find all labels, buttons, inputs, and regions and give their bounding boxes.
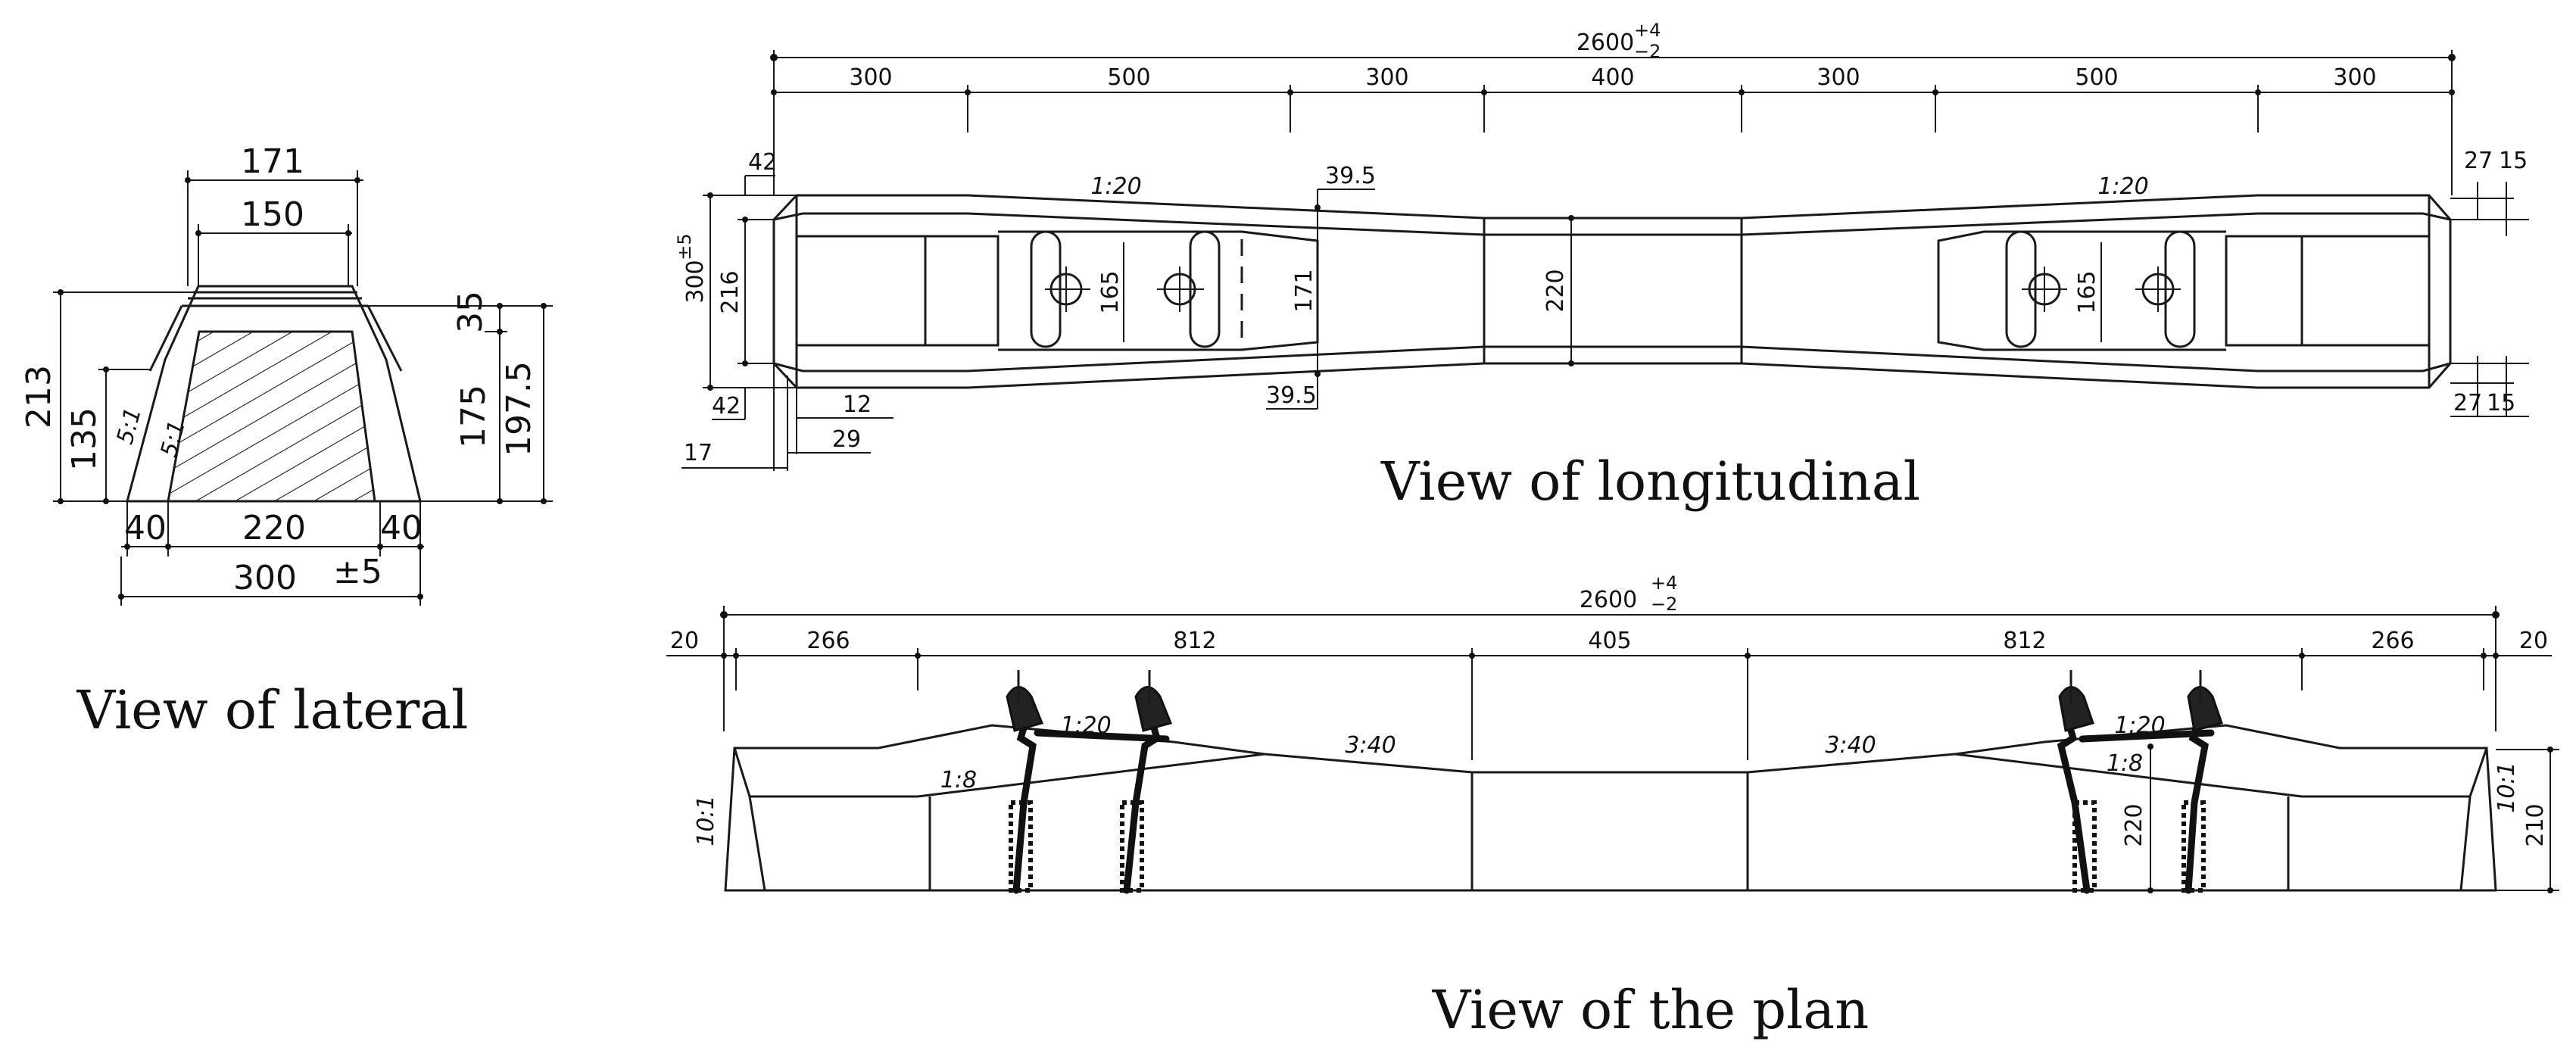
long-seg-6: 500 bbox=[2075, 64, 2118, 91]
plan-dim-total-tol-minus: −2 bbox=[1651, 594, 1677, 615]
plan-fastener-left bbox=[1006, 670, 1173, 894]
long-dim-left-height-tol: ±5 bbox=[674, 233, 695, 260]
long-slope-right: 1:20 bbox=[2097, 173, 2148, 200]
lateral-view: 171 150 213 135 5:1 5:1 35 175 197.5 bbox=[20, 142, 553, 741]
long-rail-right: 165 bbox=[2074, 270, 2100, 313]
caption-lateral: View of lateral bbox=[76, 679, 469, 741]
plan-dim-end-left: 20 bbox=[670, 628, 699, 654]
long-slope-left: 1:20 bbox=[1090, 173, 1141, 200]
caption-plan: View of the plan bbox=[1432, 979, 1870, 1041]
plan-seg-4: 812 bbox=[2003, 628, 2046, 654]
lateral-dim-top-outer: 171 bbox=[241, 142, 304, 181]
long-dim-left-top-offset: 42 bbox=[748, 149, 777, 176]
lateral-dim-bottom-total: 300 bbox=[233, 559, 297, 597]
longitudinal-view: 2600 +4 −2 300 500 300 400 300 500 300 bbox=[674, 20, 2529, 513]
plan-seg-3: 405 bbox=[1588, 628, 1631, 654]
lateral-dim-bottom-total-tol: ±5 bbox=[333, 553, 382, 591]
plan-seg-1: 266 bbox=[806, 628, 850, 654]
long-outline bbox=[772, 194, 2452, 389]
long-dim-total-tol-plus: +4 bbox=[1634, 20, 1661, 41]
plan-slope-left-120: 1:20 bbox=[1060, 712, 1111, 739]
plan-view: 2600 +4 −2 20 266 812 405 812 266 20 bbox=[666, 572, 2559, 1041]
plan-dim-220: 220 bbox=[2121, 803, 2147, 846]
plan-outline bbox=[724, 724, 2497, 892]
plan-end-slope-left: 10:1 bbox=[693, 795, 719, 846]
plan-slope-right-120: 1:20 bbox=[2114, 712, 2165, 739]
plan-dim-210: 210 bbox=[2522, 803, 2549, 846]
long-dim-left-bottom-offset: 42 bbox=[712, 393, 741, 419]
plan-seg-2: 812 bbox=[1173, 628, 1216, 654]
lateral-dim-height-lower: 135 bbox=[65, 407, 104, 471]
long-dim-left-12: 12 bbox=[843, 391, 872, 418]
long-dim-right-27-bottom: 27 bbox=[2453, 390, 2482, 416]
plan-slope-right-18: 1:8 bbox=[2107, 750, 2143, 777]
long-dim-total: 2600 bbox=[1576, 30, 1634, 56]
lateral-dim-bottom-right: 40 bbox=[380, 509, 423, 547]
lateral-dim-right-mid: 175 bbox=[454, 385, 493, 448]
plan-dim-end-right: 20 bbox=[2519, 628, 2548, 654]
caption-longitudinal: View of longitudinal bbox=[1380, 450, 1920, 513]
lateral-dim-bottom-left: 40 bbox=[124, 509, 167, 547]
long-dim-171: 171 bbox=[1291, 269, 1318, 312]
long-dim-left-29: 29 bbox=[832, 426, 861, 453]
lateral-dim-bottom-mid: 220 bbox=[242, 509, 306, 547]
lateral-hatched-core bbox=[167, 330, 376, 503]
plan-dim-total: 2600 bbox=[1580, 587, 1637, 613]
long-dim-left-inner: 216 bbox=[717, 270, 744, 313]
plan-slope-right-340: 3:40 bbox=[1825, 732, 1876, 759]
long-dim-220: 220 bbox=[1542, 269, 1569, 312]
long-seg-7: 300 bbox=[2333, 64, 2376, 91]
long-offset-top: 39.5 bbox=[1325, 163, 1376, 189]
plan-dim-total-tol-plus: +4 bbox=[1651, 572, 1677, 594]
lateral-dim-right-total: 197.5 bbox=[500, 361, 538, 457]
long-dim-left-height: 300 bbox=[682, 260, 709, 303]
plan-end-slope-right: 10:1 bbox=[2493, 762, 2520, 812]
long-seg-2: 500 bbox=[1107, 64, 1150, 91]
plan-slope-left-340: 3:40 bbox=[1345, 732, 1396, 759]
long-dim-right-15-bottom: 15 bbox=[2487, 390, 2515, 416]
lateral-dim-top-inner: 150 bbox=[241, 195, 304, 234]
lateral-slope-a: 5:1 bbox=[112, 405, 147, 447]
long-dim-left-17: 17 bbox=[684, 440, 713, 466]
plan-slope-left-18: 1:8 bbox=[940, 767, 977, 793]
long-seg-5: 300 bbox=[1817, 64, 1860, 91]
plan-fastener-right bbox=[2057, 670, 2223, 894]
long-offset-bottom: 39.5 bbox=[1266, 382, 1317, 409]
long-dim-total-tol-minus: −2 bbox=[1634, 41, 1661, 62]
long-dim-right-15-top: 15 bbox=[2499, 148, 2528, 174]
lateral-dim-right-top: 35 bbox=[451, 291, 490, 333]
long-rail-left: 165 bbox=[1097, 270, 1124, 313]
long-dim-right-27-top: 27 bbox=[2464, 148, 2493, 174]
long-seg-4: 400 bbox=[1591, 64, 1634, 91]
lateral-dim-height-total: 213 bbox=[20, 365, 58, 429]
long-seg-1: 300 bbox=[849, 64, 892, 91]
long-seg-3: 300 bbox=[1365, 64, 1408, 91]
plan-seg-5: 266 bbox=[2371, 628, 2414, 654]
